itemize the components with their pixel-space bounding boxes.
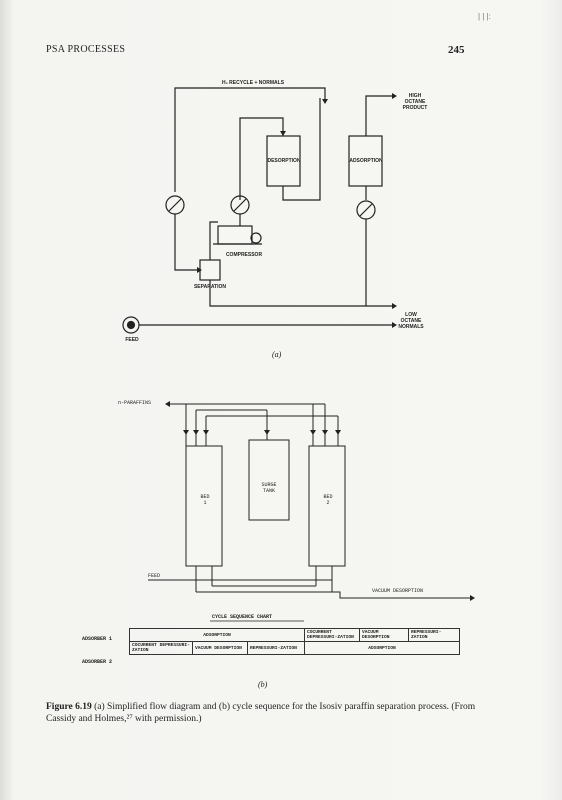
adsorber-2-label: ADSORBER 2 <box>82 659 113 665</box>
table-cell: ADSORPTION <box>129 628 305 642</box>
desorption-column <box>266 135 301 187</box>
bed-2 <box>308 445 346 567</box>
recycle-line <box>174 87 326 192</box>
desorption-label: DESORPTION <box>267 158 301 164</box>
table-cell: COCURRENT DEPRESSURI-ZATION <box>304 628 360 642</box>
cycle-sequence-table: ADSORPTION COCURRENT DEPRESSURI-ZATION V… <box>129 628 460 655</box>
table-row: ADSORPTION COCURRENT DEPRESSURI-ZATION V… <box>129 628 460 642</box>
table-cell: REPRESSURI-ZATION <box>408 628 460 642</box>
low-octane-line <box>209 280 392 307</box>
high-octane-line <box>365 95 392 136</box>
desorption-top-line <box>239 117 284 200</box>
vacuum-line <box>196 591 470 599</box>
caption-text: (a) Simplified flow diagram and (b) cycl… <box>46 702 476 724</box>
n-paraffins-label: n-PARAFFINS <box>118 400 152 406</box>
adsorber-1-label: ADSORBER 1 <box>82 636 113 642</box>
table-cell: REPRESSURI-ZATION <box>247 641 305 655</box>
recycle-label: H₂ RECYCLE + NORMALS <box>221 80 285 86</box>
vacuum-desorption-label: VACUUM DESORPTION <box>372 588 424 594</box>
bed-2-label: BED 2 <box>323 494 333 506</box>
table-cell: VACUUM DESORPTION <box>192 641 248 655</box>
bed-1 <box>185 445 223 567</box>
compressor-label: COMPRESSOR <box>225 252 263 258</box>
surge-tank <box>248 439 290 521</box>
running-head: PSA PROCESSES <box>46 44 126 55</box>
feed-label-a: FEED <box>125 337 139 343</box>
figure-number: Figure 6.19 <box>46 702 92 712</box>
low-octane-label: LOW OCTANE NORMALS <box>398 312 424 330</box>
bed-1-label: BED 1 <box>200 494 210 506</box>
adsorption-label: ADSORPTION <box>349 158 383 164</box>
page-number: 245 <box>448 44 465 56</box>
sublabel-b: (b) <box>258 680 268 689</box>
cycle-chart-title: CYCLE SEQUENCE CHART <box>212 614 273 620</box>
scan-margin-marks: | | |: <box>478 12 491 21</box>
high-octane-label: HIGH OCTANE PRODUCT <box>402 93 428 111</box>
separation-label: SEPARATION <box>193 284 227 290</box>
surge-tank-label: SURGE TANK <box>261 482 277 494</box>
table-row: COCURRENT DEPRESSURI-ZATION VACUUM DESOR… <box>129 641 460 655</box>
figure-caption: Figure 6.19 (a) Simplified flow diagram … <box>46 701 506 725</box>
feed-label-b: FEED <box>148 573 161 579</box>
adsorption-column <box>348 135 383 187</box>
desorption-bottom-line <box>282 98 321 201</box>
table-cell: ADSORPTION <box>304 641 460 655</box>
sublabel-a: (a) <box>272 350 282 359</box>
table-cell: COCURRENT DEPRESSURI-ZATION <box>129 641 193 655</box>
table-cell: VACUUM DESORPTION <box>359 628 409 642</box>
